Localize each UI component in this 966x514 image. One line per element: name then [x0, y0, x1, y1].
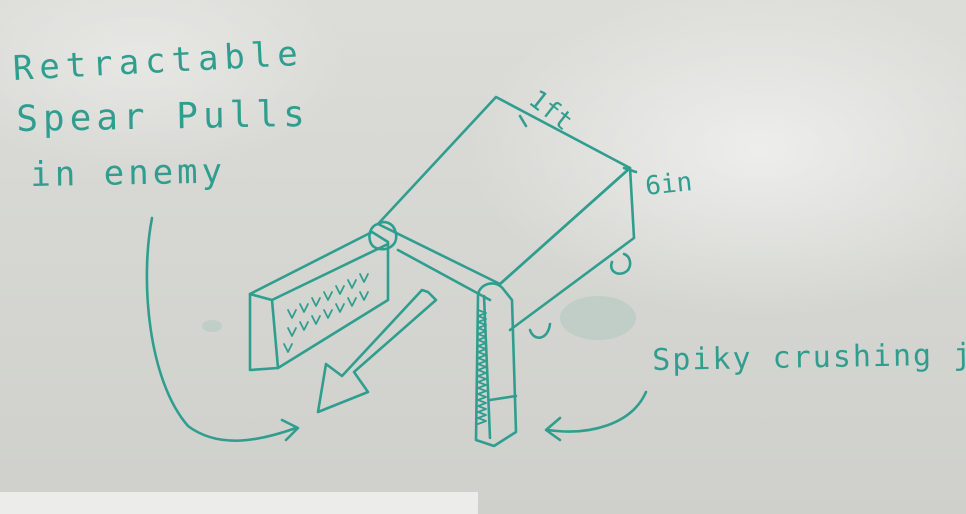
note-in-enemy: in enemy	[29, 151, 227, 195]
jaws-callout-label: Spiky crushing jaws	[651, 336, 966, 378]
photo-edge-strip	[0, 492, 478, 514]
side-wheel	[528, 322, 552, 339]
front-wheel	[368, 220, 398, 251]
left-jaw-spikes	[283, 273, 369, 353]
spear-arrow	[316, 288, 438, 414]
dimension-tick	[518, 114, 638, 174]
left-jaw-edge	[248, 242, 390, 370]
rear-wheel	[609, 252, 632, 275]
note-pointer-arrow	[145, 216, 300, 442]
body-front-face	[498, 166, 636, 332]
right-jaw-block	[474, 282, 518, 448]
dimension-height-label: 6in	[643, 167, 694, 202]
jaws-pointer-arrow	[544, 390, 648, 442]
left-jaw-block	[248, 230, 390, 372]
body-top-face	[376, 95, 632, 286]
right-jaw-edge	[482, 294, 518, 440]
note-spear-pulls: Spear Pulls	[15, 93, 311, 140]
body-bottom-edge	[396, 248, 492, 302]
right-jaw-spikes	[477, 309, 487, 425]
ink-smudge	[202, 320, 222, 332]
ink-smudge	[560, 296, 636, 340]
